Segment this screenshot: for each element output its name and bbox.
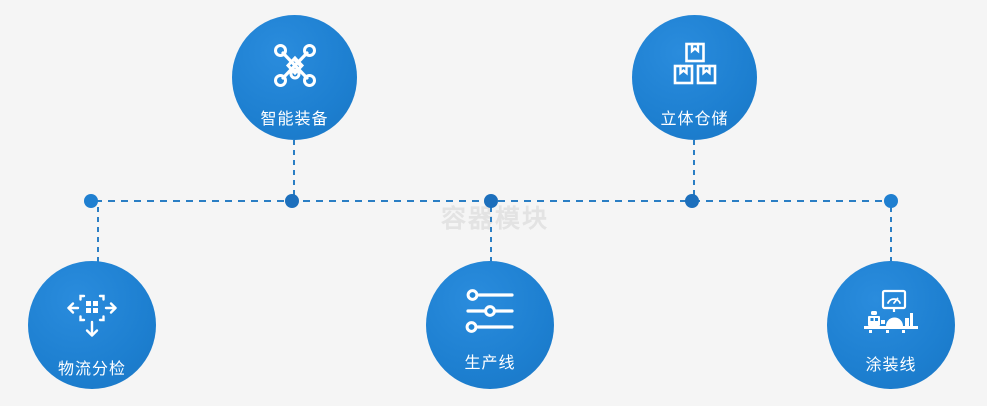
module-smart-equipment[interactable]: 智能装备 <box>232 15 357 140</box>
junction-node-4[interactable] <box>685 194 699 208</box>
connector-line-storage-rack <box>693 140 695 202</box>
network-nodes-icon <box>270 41 320 91</box>
module-label-production-line: 生产线 <box>464 355 516 372</box>
connector-line-painting-line <box>890 207 892 263</box>
junction-node-1[interactable] <box>84 194 98 208</box>
connector-line-logistics-sorting <box>97 207 99 263</box>
module-painting-line[interactable]: 涂装线 <box>827 261 955 389</box>
watermark-text: 容器模块 <box>440 205 549 233</box>
junction-node-5[interactable] <box>884 194 898 208</box>
module-label-painting-line: 涂装线 <box>865 357 917 374</box>
connector-line-smart-equipment <box>293 140 295 202</box>
sliders-icon <box>464 289 516 333</box>
module-logistics-sorting[interactable]: 物流分检 <box>28 261 156 389</box>
sorting-arrows-icon <box>66 289 118 339</box>
module-label-logistics-sorting: 物流分检 <box>57 361 126 378</box>
junction-node-2[interactable] <box>285 194 299 208</box>
module-storage-rack[interactable]: 立体仓储 <box>632 15 757 140</box>
module-label-smart-equipment: 智能装备 <box>260 111 329 128</box>
factory-monitor-icon <box>862 289 920 335</box>
stacked-boxes-icon <box>670 41 720 91</box>
module-production-line[interactable]: 生产线 <box>426 261 554 389</box>
connector-line-production-line <box>490 207 492 263</box>
junction-node-3[interactable] <box>484 194 498 208</box>
module-label-storage-rack: 立体仓储 <box>660 111 729 128</box>
